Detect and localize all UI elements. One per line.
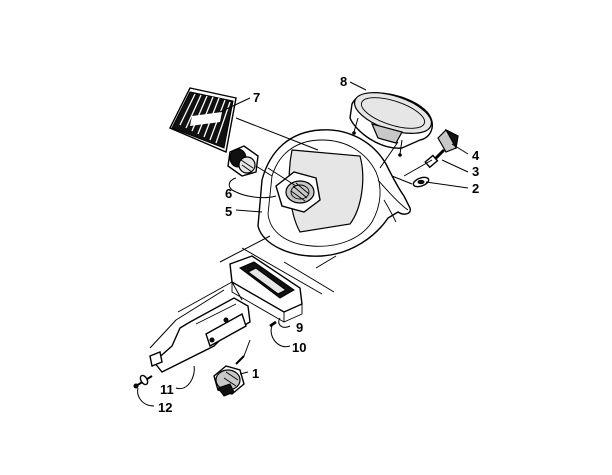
part-1-socket (213, 355, 245, 397)
callout-1: 1 (252, 366, 259, 381)
callout-7: 7 (253, 90, 260, 105)
assembly-lines (149, 117, 433, 357)
part-7-grille (169, 87, 237, 153)
callout-9: 9 (296, 320, 303, 335)
callout-2: 2 (472, 181, 479, 196)
part-9-bezel (229, 255, 303, 323)
callout-3: 3 (472, 164, 479, 179)
part-4-knob (437, 128, 459, 153)
callout-10: 10 (292, 340, 306, 355)
callout-4: 4 (472, 148, 480, 163)
callout-8: 8 (340, 74, 347, 89)
part-8-gauge (349, 92, 433, 157)
part-2-nut (412, 176, 430, 188)
part-11-bracket (149, 297, 251, 373)
callout-12: 12 (158, 400, 172, 415)
part-5-housing (257, 129, 411, 257)
callout-5: 5 (225, 204, 232, 219)
callout-6: 6 (225, 186, 232, 201)
part-12-fastener (133, 374, 153, 389)
part-3-shaft (424, 148, 446, 169)
callout-labels: 7 8 4 3 2 6 5 9 10 1 11 12 (158, 74, 480, 415)
callout-11: 11 (160, 382, 174, 397)
part-6-switch (227, 145, 273, 177)
leader-lines (137, 81, 469, 407)
part-10-screw (269, 320, 277, 328)
